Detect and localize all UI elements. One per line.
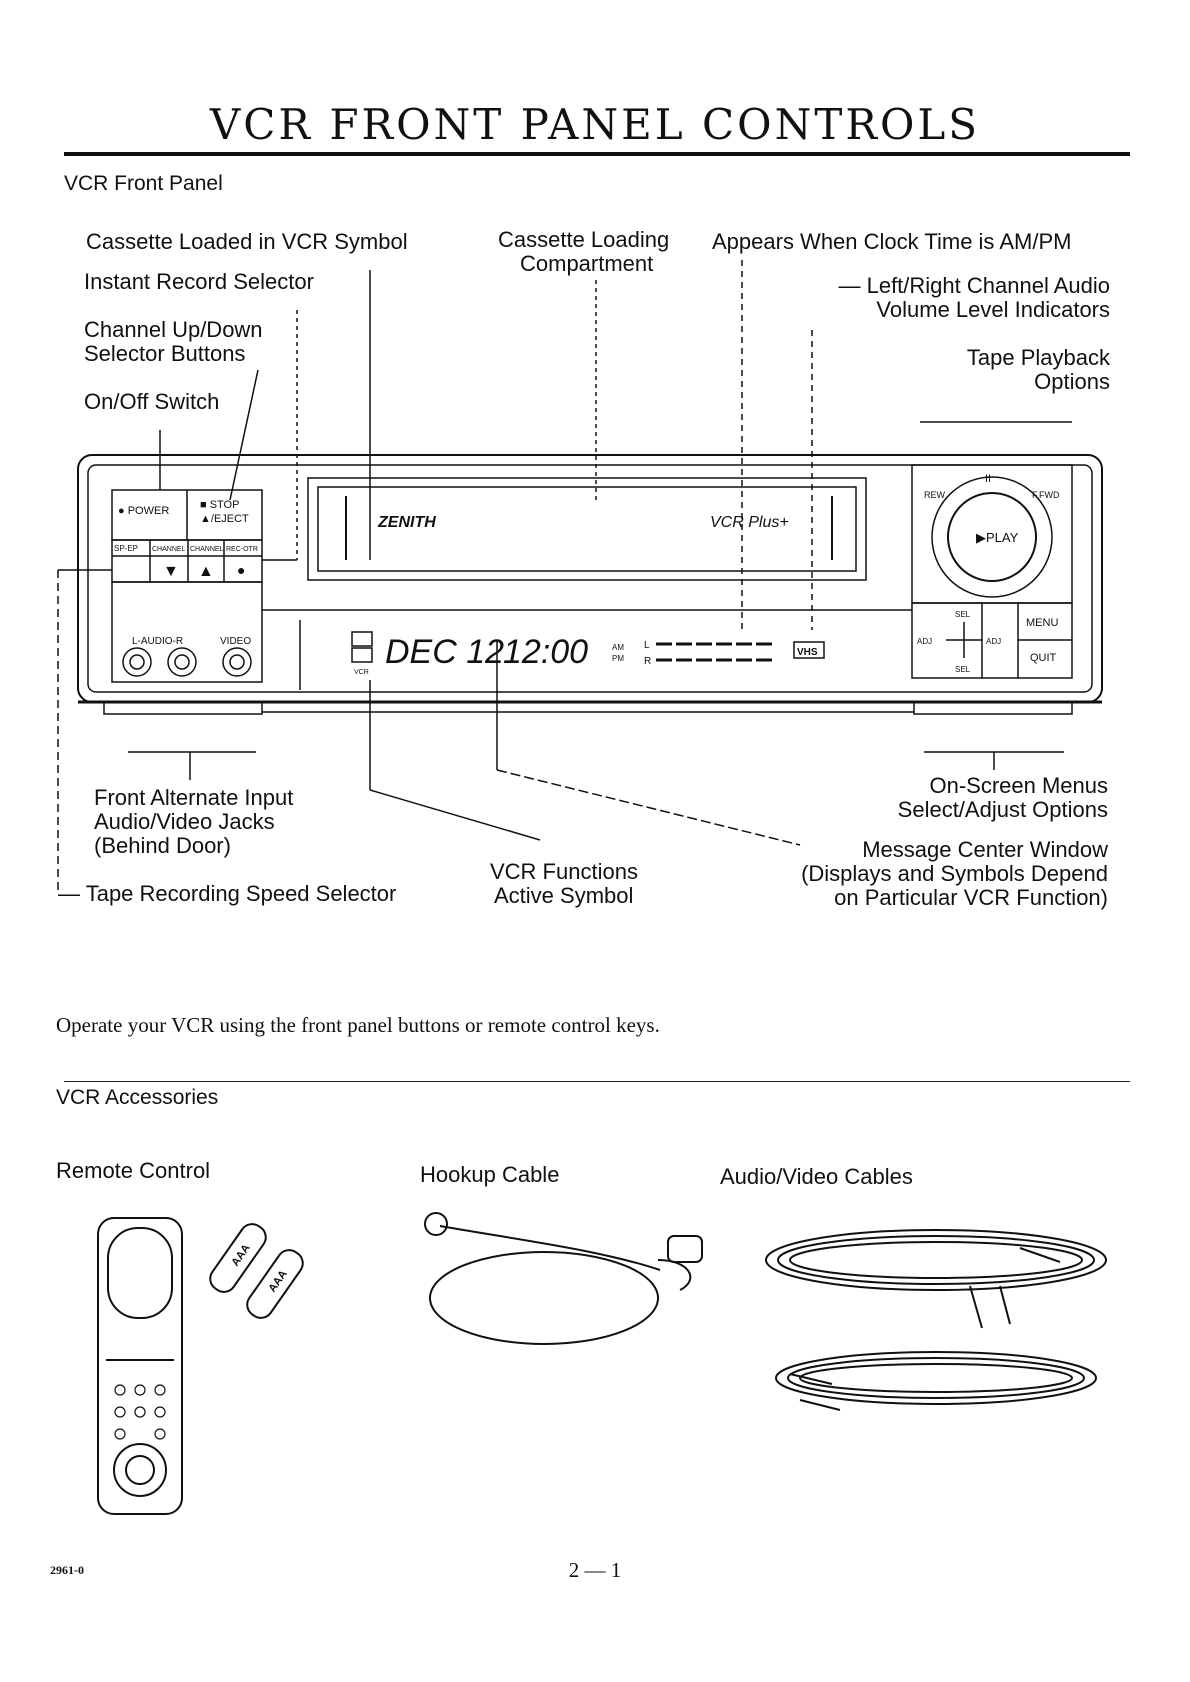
vcr-inner-edge: [87, 464, 1093, 693]
stop-label: ■ STOP: [200, 499, 239, 511]
accessories-rule: [64, 1081, 1130, 1082]
page-title: VCR FRONT PANEL CONTROLS: [209, 100, 981, 149]
av-cable-icon-1: [765, 1229, 1107, 1329]
footer-code: 2961-0: [50, 1563, 84, 1577]
play-button: [947, 492, 1037, 582]
vcr-symbol-label: VCR: [354, 669, 369, 676]
quit-label[interactable]: QUIT: [1030, 652, 1057, 664]
accessories-illustration: AAA AAA: [97, 1212, 1107, 1515]
leader-functions-b: [369, 789, 541, 841]
ffwd-label: F.FWD: [1032, 490, 1060, 500]
leader-onoff: [229, 369, 259, 501]
channel-down-icon[interactable]: ▼: [163, 563, 179, 580]
label-hookup: Hookup Cable: [420, 1162, 560, 1187]
jack-block: [111, 581, 263, 683]
battery-icon-1: [209, 1223, 267, 1293]
label-message-2: (Displays and Symbols Depend: [801, 861, 1108, 886]
label-ampm: Appears When Clock Time is AM/PM: [712, 229, 1072, 254]
label-front-alt-2: Audio/Video Jacks: [94, 809, 275, 834]
display-date: DEC 12: [385, 633, 504, 671]
power-label: ● POWER: [118, 505, 169, 517]
title-rule: [64, 152, 1130, 156]
ch-down-label: CHANNEL: [152, 546, 186, 553]
channel-up-icon[interactable]: ▲: [198, 563, 214, 580]
label-playback-1: Tape Playback: [966, 345, 1110, 370]
pm-indicator: PM: [612, 654, 624, 663]
vcr-front-panel-diagram: ● POWER ■ STOP ▲/EJECT SP-EP CHANNEL CHA…: [57, 260, 1103, 895]
display-time: 12:00: [503, 633, 588, 671]
label-instant-record: Instant Record Selector: [84, 269, 314, 294]
page-number: 2 — 1: [568, 1558, 622, 1582]
right-channel-label: R: [644, 656, 651, 667]
section-accessories: VCR Accessories: [56, 1086, 219, 1109]
label-remote: Remote Control: [56, 1158, 211, 1183]
label-functions-1: VCR Functions: [490, 859, 638, 884]
left-channel-label: L: [644, 640, 650, 651]
label-onoff: On/Off Switch: [84, 389, 220, 414]
vhs-box: [793, 641, 825, 659]
av-cable-icon-2: [775, 1351, 1097, 1411]
adj-left-label: ADJ: [917, 637, 932, 646]
label-channel-2: Selector Buttons: [84, 341, 246, 366]
vhs-logo: VHS: [797, 647, 818, 658]
label-message-1: Message Center Window: [862, 837, 1108, 862]
sp-ep-label: SP-EP: [114, 544, 138, 553]
rec-otr-label: REC-OTR: [226, 546, 258, 553]
cassette-symbol: [351, 631, 373, 647]
eject-label: ▲/EJECT: [200, 513, 249, 525]
battery-icon-2: [246, 1249, 304, 1319]
label-av-cables: Audio/Video Cables: [720, 1164, 913, 1189]
label-onscreen-2: Select/Adjust Options: [897, 797, 1108, 822]
sel-up-label: SEL: [955, 610, 971, 619]
record-icon[interactable]: ●: [237, 562, 245, 578]
jack-audio-r: [167, 647, 197, 677]
label-playback-2: Options: [1034, 369, 1110, 394]
label-front-alt-1: Front Alternate Input: [94, 785, 294, 810]
label-front-alt-3: (Behind Door): [94, 833, 231, 858]
section-front-panel: VCR Front Panel: [64, 172, 223, 195]
sel-down-label: SEL: [955, 665, 971, 674]
ch-up-label: CHANNEL: [190, 546, 224, 553]
right-foot: [913, 701, 1073, 715]
level-meters: [656, 642, 772, 662]
jack-video: [222, 647, 252, 677]
label-loading-1: Cassette Loading: [498, 227, 670, 252]
label-onscreen-1: On-Screen Menus: [929, 773, 1108, 798]
adj-right-label: ADJ: [986, 637, 1001, 646]
pause-label: II: [985, 473, 991, 485]
label-functions-2: Active Symbol: [494, 883, 634, 908]
label-tape-speed: — Tape Recording Speed Selector: [58, 881, 397, 906]
shuttle-ring: [931, 476, 1053, 598]
label-channel-1: Channel Up/Down: [84, 317, 263, 342]
cassette-compartment: [307, 477, 867, 581]
video-label: VIDEO: [220, 636, 251, 647]
menu-label[interactable]: MENU: [1026, 617, 1058, 629]
label-audio-1: — Left/Right Channel Audio: [838, 273, 1110, 298]
hookup-cable-icon: [424, 1212, 703, 1345]
rew-label: REW: [924, 490, 946, 500]
play-label[interactable]: ▶PLAY: [976, 530, 1019, 545]
leader-message-b: [496, 769, 801, 846]
label-audio-2: Volume Level Indicators: [876, 297, 1110, 322]
instruction-text: Operate your VCR using the front panel b…: [56, 1013, 660, 1037]
audio-lr-label: L-AUDIO-R: [132, 636, 183, 647]
jack-audio-l: [122, 647, 152, 677]
am-indicator: AM: [612, 643, 624, 652]
label-loading-2: Compartment: [520, 251, 654, 276]
label-cassette-loaded: Cassette Loaded in VCR Symbol: [86, 229, 408, 254]
vcr-plus-logo: VCR Plus+: [710, 514, 789, 531]
label-message-3: on Particular VCR Function): [834, 885, 1108, 910]
remote-control-icon: [97, 1217, 183, 1515]
brand-logo: ZENITH: [377, 514, 436, 531]
left-foot: [103, 701, 263, 715]
